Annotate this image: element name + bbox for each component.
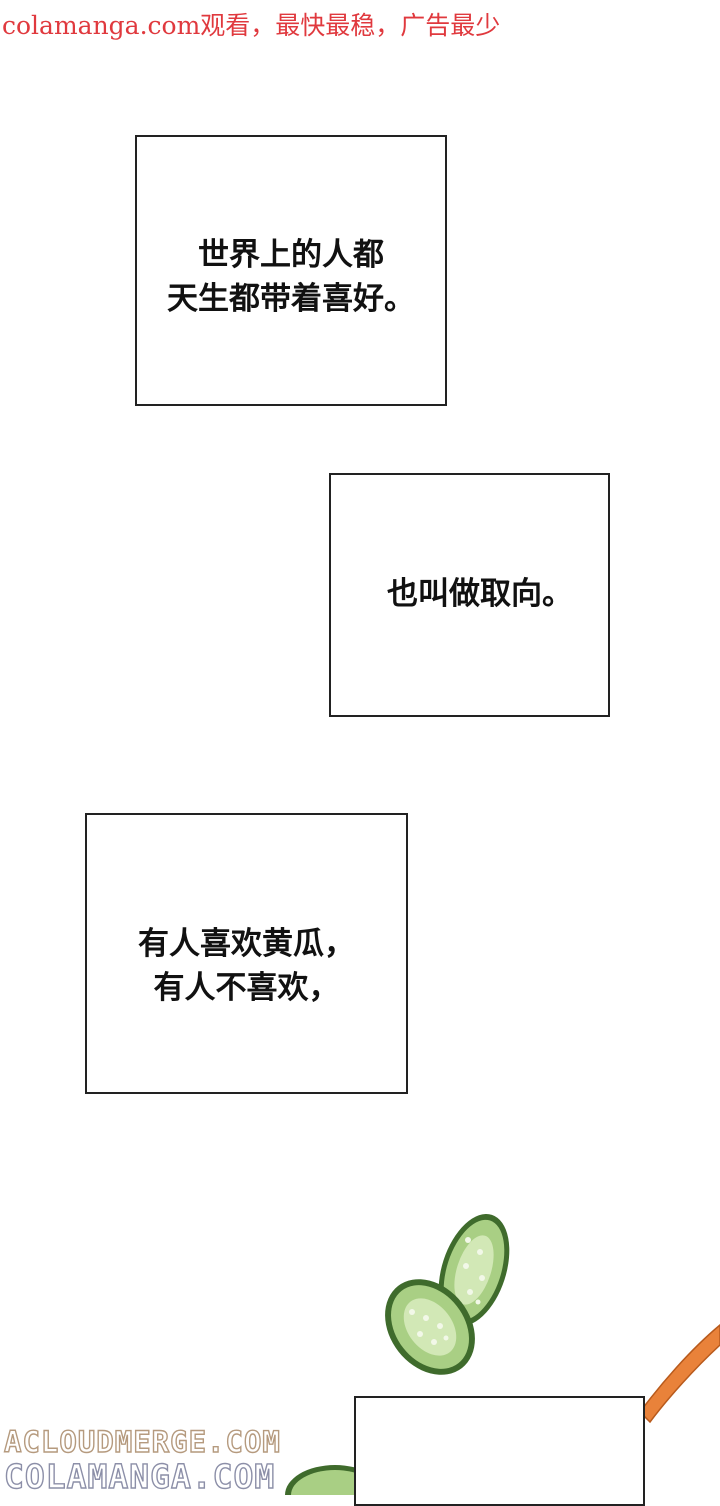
caption-text-3: 有人喜欢黄瓜， 有人不喜欢，	[138, 926, 355, 1006]
bowl-rim	[639, 1324, 720, 1424]
caption-panel-3	[85, 813, 408, 1094]
caption-text-1: 世界上的人都 天生都带着喜好。	[167, 237, 415, 317]
cucumber-slice-lower	[385, 1279, 475, 1375]
site-banner[interactable]: colamanga.com观看，最快最稳，广告最少	[2, 11, 501, 40]
caption-text-2: 也叫做取向。	[387, 576, 573, 612]
watermark-colamanga: COLAMANGA.COM	[3, 1456, 276, 1496]
caption-panel-4	[354, 1396, 645, 1506]
caption-panel-2	[329, 473, 610, 717]
caption-panel-1	[135, 135, 447, 406]
watermark-acloudmerge: ACLOUDMERGE.COM	[3, 1424, 281, 1459]
